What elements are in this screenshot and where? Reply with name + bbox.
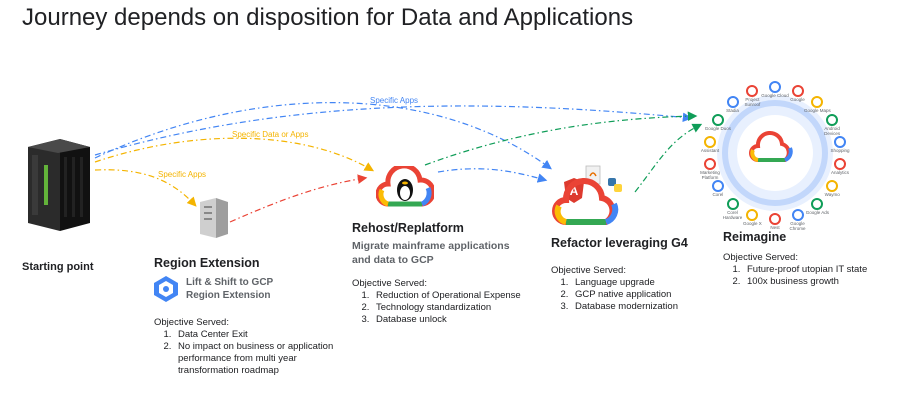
badge-line-1: Lift & Shift to GCP <box>186 277 274 288</box>
rehost-subtitle-line-1: Migrate mainframe applications <box>352 240 510 252</box>
arrow-label-specific-apps-mid: Specific Apps <box>158 170 207 179</box>
arrow-start-to-region <box>94 169 197 207</box>
ring-product-label: Corel <box>712 192 724 197</box>
objective-heading: Objective Served: <box>723 252 798 263</box>
ring-product-icon <box>726 96 739 109</box>
ring-product-label: Google Chrome <box>789 221 806 232</box>
arrow-rehost-to-reimagine <box>424 111 698 166</box>
arrow-start-to-refactor <box>94 102 552 170</box>
ring-product-icon <box>769 81 781 93</box>
ring-product-label: Nest <box>770 225 780 230</box>
ring-product-label: Analytics <box>830 170 849 176</box>
objective-item: Technology standardization <box>372 302 552 314</box>
ring-product-icon <box>746 84 759 97</box>
rehost-objectives: Objective Served: Reduction of Operation… <box>352 278 552 326</box>
ring-product-label: Waymo <box>824 192 840 197</box>
arrow-start-to-rehost <box>94 137 375 172</box>
ring-product-label: Android Devices <box>824 126 841 136</box>
starting-point-label: Starting point <box>22 261 94 273</box>
objective-item: Database unlock <box>372 314 552 326</box>
ring-product-icon <box>704 158 716 171</box>
ring-product-icon <box>811 197 824 210</box>
server-icon <box>200 198 228 238</box>
refactor-objectives: Objective Served: Language upgrade GCP n… <box>551 265 711 313</box>
reimagine-objectives: Objective Served: Future-proof utopian I… <box>723 252 893 288</box>
ring-product-icon <box>726 197 739 210</box>
ring-product-label: Shopping <box>830 147 850 153</box>
ring-product-icon <box>833 135 846 148</box>
arrow-start-to-reimagine <box>94 105 693 156</box>
ring-product-label: Google Maps <box>804 108 831 114</box>
ring-product-icon <box>711 180 724 192</box>
ring-product-label: Corel Hardware <box>722 209 743 220</box>
ring-product-icon <box>791 209 804 222</box>
ring-product-icon <box>704 135 716 148</box>
ring-product-label: Project Sunroof <box>744 96 761 107</box>
ring-product-label: Google X <box>743 221 762 227</box>
objective-item: Database modernization <box>571 301 711 313</box>
page-title: Journey depends on disposition for Data … <box>22 4 634 31</box>
ring-product-label: Marketing Platform <box>700 170 720 181</box>
objective-item: No impact on business or application per… <box>174 341 359 377</box>
ring-product-icon <box>746 209 759 222</box>
region-extension-title: Region Extension <box>154 256 260 270</box>
ring-product-icon <box>711 114 724 126</box>
arrow-label-specific-data-or-apps: Specific Data or Apps <box>232 130 309 139</box>
mainframe-icon <box>28 139 90 231</box>
ring-product-icon <box>811 96 824 109</box>
objective-heading: Objective Served: <box>352 278 427 289</box>
ring-product-label: Google Ads <box>805 209 830 215</box>
objective-item: 100x business growth <box>743 276 893 288</box>
reimagine-title: Reimagine <box>723 230 787 244</box>
ring-graphic <box>717 95 833 211</box>
objective-heading: Objective Served: <box>154 317 229 328</box>
objective-item: GCP native application <box>571 289 711 301</box>
ring-product-icon <box>791 84 804 97</box>
ring-product-icon <box>826 180 839 192</box>
rehost-title: Rehost/Replatform <box>352 221 464 235</box>
refactor-title: Refactor leveraging G4 <box>551 236 688 250</box>
ring-product-label: Google Duos <box>704 126 731 131</box>
arrow-label-specific-apps-top: Specific Apps <box>370 96 419 105</box>
arrow-rehost-to-refactor <box>437 168 548 183</box>
arrow-refactor-to-reimagine <box>634 123 703 193</box>
objective-item: Reduction of Operational Expense <box>372 290 552 302</box>
region-extension-objectives: Objective Served: Data Center Exit No im… <box>154 317 359 377</box>
arrow-region-to-rehost <box>229 174 368 223</box>
cloud-languages-icon: A <box>552 165 622 225</box>
objective-item: Language upgrade <box>571 277 711 289</box>
ring-product-label: Google <box>790 96 805 102</box>
cloud-linux-icon <box>376 166 434 207</box>
svg-text:A: A <box>570 184 579 198</box>
ring-product-label: Google Cloud <box>761 93 789 98</box>
objective-item: Data Center Exit <box>174 329 359 341</box>
ring-product-icon <box>826 114 839 126</box>
gcp-hexagon-icon <box>154 276 178 302</box>
ring-product-icon <box>769 213 781 225</box>
objective-heading: Objective Served: <box>551 265 626 276</box>
ring-product-icon <box>833 158 846 171</box>
ring-product-label: Stadia <box>726 108 739 114</box>
badge-line-2: Region Extension <box>186 290 271 301</box>
objective-item: Future-proof utopian IT state <box>743 264 893 276</box>
ring-product-label: Assistant <box>700 147 720 153</box>
rehost-subtitle-line-2: and data to GCP <box>352 254 434 266</box>
